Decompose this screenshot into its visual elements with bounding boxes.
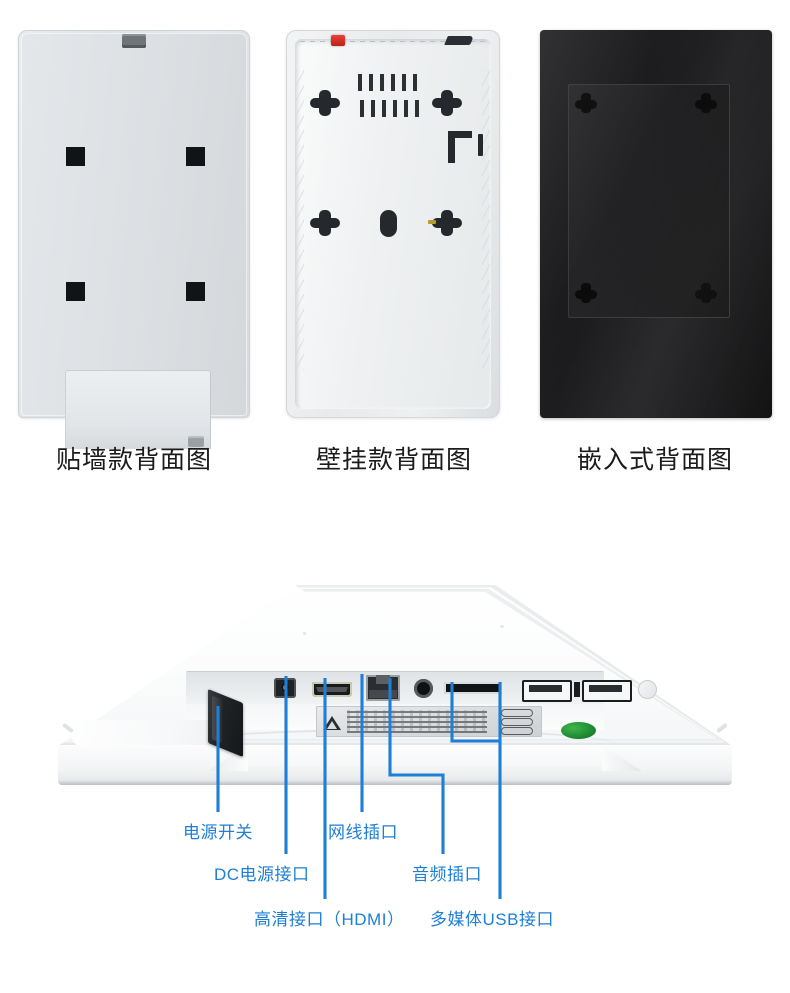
keyhole-mount (575, 93, 597, 113)
callout-usb: 多媒体USB接口 (430, 910, 554, 929)
callout-ethernet: 网线插口 (328, 823, 398, 842)
top-dashed-edge (300, 41, 486, 42)
keyhole-mount (575, 283, 597, 303)
warning-triangle-icon (323, 716, 341, 730)
mount-hole (66, 147, 85, 166)
wall-stick-shell (18, 30, 250, 449)
callout-power-switch: 电源开关 (183, 823, 253, 842)
green-qc-sticker (561, 722, 596, 739)
brass-pin-icon (428, 220, 436, 224)
surface-speck (500, 625, 504, 628)
top-clip-icon (122, 34, 146, 48)
wall-mount-shell (286, 30, 500, 418)
keyhole-mount (432, 90, 462, 116)
panel-caption-embedded: 嵌入式背面图 (576, 446, 733, 474)
callout-audio: 音频插口 (412, 865, 482, 884)
usb-port-icon (522, 680, 572, 702)
oval-cutout (380, 210, 397, 237)
cable-recess (65, 370, 211, 449)
back-panel-gallery: 贴墙款背面图 (0, 0, 772, 500)
bar-cutout (478, 134, 483, 156)
keyhole-mount (310, 210, 340, 236)
usb-divider (574, 682, 580, 697)
vent-slots (358, 74, 426, 118)
wall-stick-surface (21, 33, 247, 416)
panel-caption-wall-stick: 贴墙款背面图 (55, 446, 212, 474)
keyhole-mount (432, 210, 462, 236)
callout-hdmi: 高清接口（HDMI） (254, 910, 405, 929)
l-bracket-cutout (448, 131, 472, 163)
vent-row (360, 100, 426, 117)
panel-wall-mount: 壁挂款背面图 (268, 0, 520, 500)
hdmi-port-icon (312, 682, 352, 697)
panel-wall-stick: 贴墙款背面图 (0, 0, 268, 500)
mount-hole (186, 147, 205, 166)
usb-port-icon (582, 680, 632, 702)
surface-speck (303, 632, 306, 635)
panel-caption-wall-mount: 壁挂款背面图 (315, 446, 472, 474)
keyhole-mount (695, 283, 717, 303)
callout-dc-power: DC电源接口 (214, 865, 310, 884)
mount-hole (186, 282, 205, 301)
mount-hole (66, 282, 85, 301)
vent-row (358, 74, 424, 91)
embedded-inset-plate (568, 84, 730, 318)
keyhole-mount (695, 93, 717, 113)
round-cutout (638, 680, 657, 699)
left-hatch-texture (296, 70, 304, 370)
keyhole-mount (310, 90, 340, 116)
right-hatch-texture (482, 70, 490, 370)
red-button-icon (331, 35, 345, 46)
